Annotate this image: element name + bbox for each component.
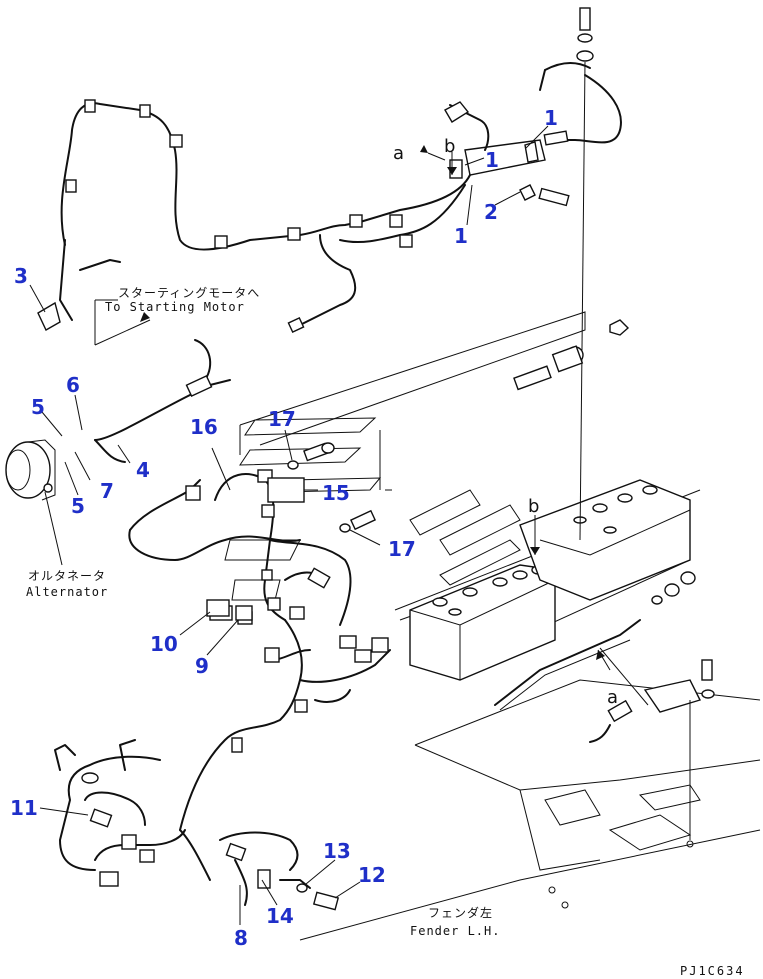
callout-17-a: 17 bbox=[268, 407, 296, 431]
callout-8: 8 bbox=[234, 926, 248, 950]
alternator bbox=[5, 439, 63, 566]
starting-motor-harness bbox=[37, 99, 471, 333]
callout-1-mid: 1 bbox=[485, 148, 499, 172]
label-alternator-en: Alternator bbox=[26, 585, 108, 599]
bolt-17-upper bbox=[287, 442, 335, 470]
callout-11: 11 bbox=[10, 796, 38, 820]
callout-9: 9 bbox=[195, 654, 209, 678]
callout-7: 7 bbox=[100, 479, 114, 503]
bracket-assembly-top bbox=[444, 101, 570, 207]
label-fender-en: Fender L.H. bbox=[410, 924, 500, 938]
callout-3: 3 bbox=[14, 264, 28, 288]
battery-cable-a bbox=[494, 571, 715, 848]
callout-1-low: 1 bbox=[454, 224, 468, 248]
callout-12: 12 bbox=[358, 863, 386, 887]
ground-cable-assembly bbox=[513, 7, 630, 541]
callout-10: 10 bbox=[150, 632, 178, 656]
reference-arrows bbox=[140, 145, 605, 660]
callout-5-b: 5 bbox=[71, 494, 85, 518]
callout-2: 2 bbox=[484, 200, 498, 224]
battery-front bbox=[409, 564, 556, 681]
callout-1-top: 1 bbox=[544, 106, 558, 130]
relay-assembly bbox=[206, 599, 253, 621]
ref-a-bottom: a bbox=[607, 687, 618, 708]
lower-harness bbox=[54, 739, 340, 911]
label-starting-motor-en: To Starting Motor bbox=[105, 300, 245, 314]
bracket-15 bbox=[267, 477, 305, 503]
label-alternator-jp: オルタネータ bbox=[28, 569, 106, 583]
battery-rear bbox=[519, 479, 691, 601]
callout-15: 15 bbox=[322, 481, 350, 505]
ref-b-battery: b bbox=[528, 496, 539, 517]
callout-4: 4 bbox=[136, 458, 150, 482]
ref-a-top: a bbox=[393, 143, 404, 164]
ref-b-top: b bbox=[444, 136, 455, 157]
callout-17-b: 17 bbox=[388, 537, 416, 561]
callout-13: 13 bbox=[323, 839, 351, 863]
label-starting-motor-jp: スターティングモータへ bbox=[118, 286, 260, 300]
label-fender-jp: フェンダ左 bbox=[428, 905, 493, 920]
leader-lines bbox=[29, 125, 549, 925]
callout-6: 6 bbox=[66, 373, 80, 397]
alternator-cable bbox=[94, 339, 231, 463]
bolt-17-lower bbox=[339, 509, 377, 533]
drawing-code: PJ1C634 bbox=[680, 964, 745, 978]
fender-lh bbox=[299, 679, 761, 941]
callout-14: 14 bbox=[266, 904, 294, 928]
callout-5-a: 5 bbox=[31, 395, 45, 419]
callout-16: 16 bbox=[190, 415, 218, 439]
